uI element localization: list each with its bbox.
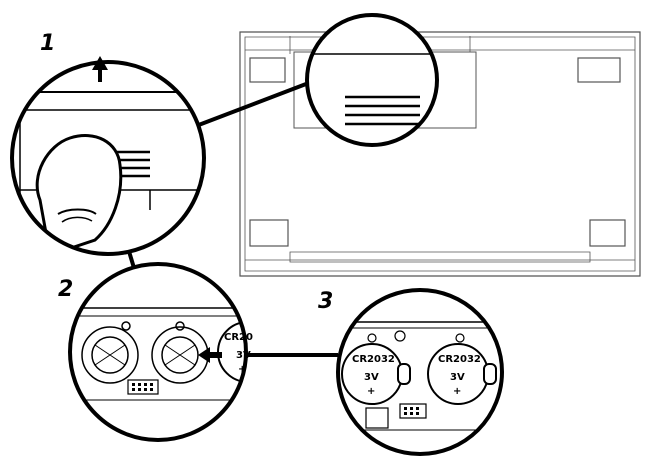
pin-connector-step3	[399, 403, 427, 419]
battery-label-partial: CR20	[224, 332, 253, 343]
step-1-number: 1	[40, 31, 55, 56]
rubber-foot-bottom-right	[589, 219, 626, 247]
rubber-foot-top-right	[577, 57, 621, 83]
step-3-number: 3	[318, 289, 333, 314]
battery-polarity-step2: +	[238, 364, 246, 375]
battery-holder-left	[81, 321, 139, 384]
battery-voltage-right: 3V	[450, 372, 465, 383]
rubber-foot-bottom-left	[249, 219, 289, 247]
cover-grip-lines	[345, 95, 420, 126]
connector-line-1	[195, 82, 307, 128]
step-3-circle: CR2032 3V + CR2032 3V +	[336, 288, 504, 456]
left-arrow-icon	[198, 347, 222, 363]
step-1-circle	[10, 56, 206, 256]
device-bottom-view	[239, 31, 641, 277]
step-2-circle: CR20 3V +	[68, 262, 253, 442]
battery-coin-left	[341, 343, 411, 405]
step-2-number: 2	[58, 277, 73, 302]
cover-magnifier	[305, 13, 439, 147]
battery-polarity-left: +	[367, 386, 375, 397]
battery-model-right: CR2032	[438, 354, 481, 365]
rubber-foot-top-left	[249, 57, 286, 83]
battery-coin-right	[427, 343, 497, 405]
thumb-shape	[35, 134, 123, 254]
battery-voltage-step2: 3V	[236, 350, 251, 361]
battery-voltage-left: 3V	[364, 372, 379, 383]
battery-model-left: CR2032	[352, 354, 395, 365]
pin-connector	[127, 379, 159, 395]
battery-polarity-right: +	[453, 386, 461, 397]
up-arrow-icon	[92, 56, 108, 82]
